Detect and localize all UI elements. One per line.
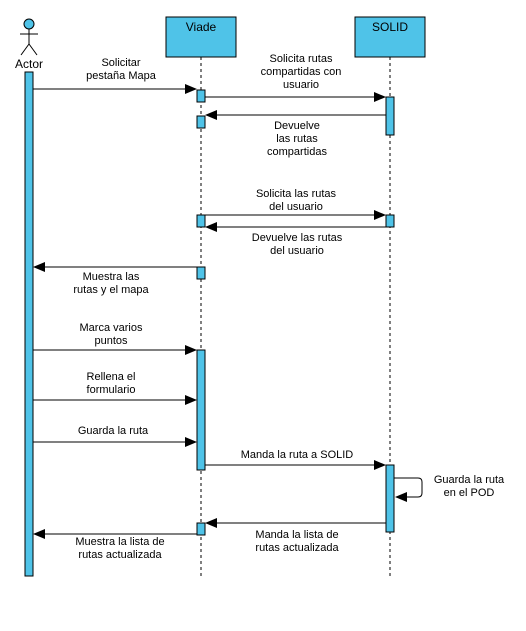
viade-activation-6 bbox=[196, 522, 206, 536]
actor-figure-icon bbox=[20, 18, 38, 56]
viade-activation-2 bbox=[196, 115, 206, 129]
viade-activation-4 bbox=[196, 266, 206, 280]
viade-activation-5 bbox=[196, 349, 206, 471]
svg-text:Guarda la ruta: Guarda la ruta bbox=[78, 425, 149, 437]
actor-label: Actor bbox=[15, 57, 43, 71]
solid-label: SOLID bbox=[372, 20, 408, 34]
viade-activation-1 bbox=[196, 89, 206, 103]
viade-head-box bbox=[165, 16, 237, 58]
svg-text:Manda la ruta a SOLID: Manda la ruta a SOLID bbox=[241, 449, 354, 461]
viade-activation-3 bbox=[196, 214, 206, 228]
message-m9: Guarda la ruta bbox=[33, 425, 197, 447]
viade-label: Viade bbox=[186, 20, 217, 34]
solid-head-box bbox=[354, 16, 426, 58]
solid-activation-3 bbox=[385, 464, 395, 533]
solid-activation-1 bbox=[385, 96, 395, 136]
actor-activation bbox=[24, 71, 34, 577]
message-m10: Manda la ruta a SOLID bbox=[205, 449, 386, 470]
solid-activation-2 bbox=[385, 214, 395, 228]
